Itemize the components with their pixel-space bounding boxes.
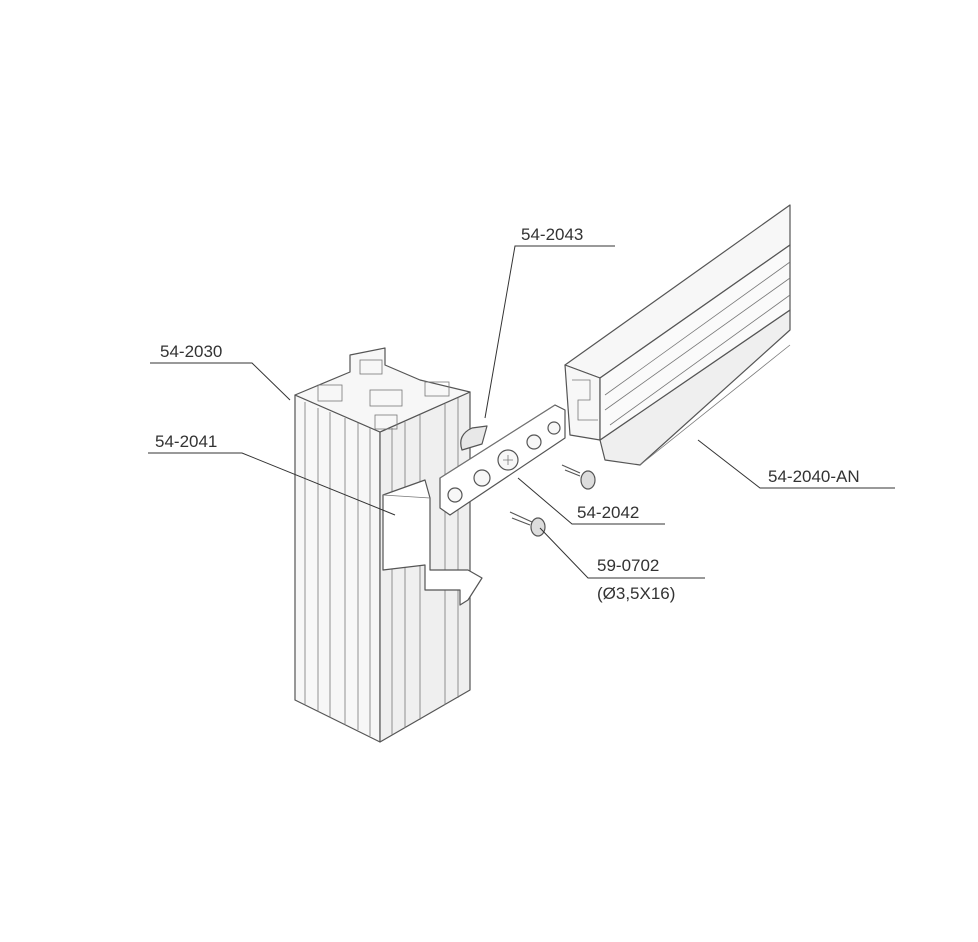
label-screw-spec: (Ø3,5X16)	[597, 584, 675, 603]
label-59-0702: 59-0702 (Ø3,5X16)	[539, 527, 705, 603]
label-text: 54-2030	[160, 342, 222, 361]
label-54-2041: 54-2041	[148, 432, 396, 516]
clip-part	[382, 479, 483, 606]
label-text: 54-2040-AN	[768, 467, 860, 486]
label-54-2042: 54-2042	[517, 477, 665, 525]
label-54-2040-AN: 54-2040-AN	[697, 439, 895, 489]
label-text: 54-2042	[577, 503, 639, 522]
label-text: 59-0702	[597, 556, 659, 575]
post-profile	[294, 347, 471, 743]
label-text: 54-2041	[155, 432, 217, 451]
rail-profile	[564, 204, 791, 466]
label-54-2043: 54-2043	[484, 225, 615, 419]
connector-plate	[439, 404, 566, 516]
screws	[509, 464, 596, 537]
label-54-2030: 54-2030	[150, 342, 291, 401]
label-text: 54-2043	[521, 225, 583, 244]
